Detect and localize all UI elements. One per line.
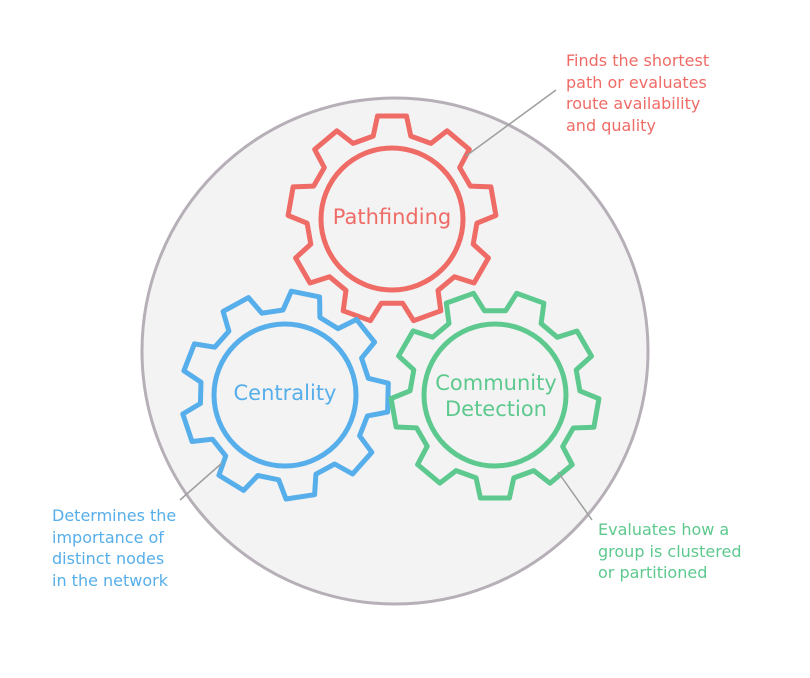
centrality-gear [180,288,391,502]
pathfinding-leader-line [465,89,557,157]
community-detection-gear-ring [421,321,569,469]
community-detection-description: Evaluates how a group is clustered or pa… [598,520,742,582]
pathfinding-gear-ring [318,145,466,293]
centrality-leader-line [179,462,223,501]
outer-circle [140,96,650,606]
centrality-gear-ring [211,321,359,469]
pathfinding-gear [285,113,499,324]
community-detection-leader-line [557,471,593,521]
community-detection-label: Community Detection [435,371,557,421]
centrality-label: Centrality [233,381,337,405]
centrality-description: Determines the importance of distinct no… [52,506,177,590]
community-detection-gear [388,290,602,501]
pathfinding-description: Finds the shortest path or evaluates rou… [566,51,710,135]
pathfinding-label: Pathfinding [332,205,452,229]
